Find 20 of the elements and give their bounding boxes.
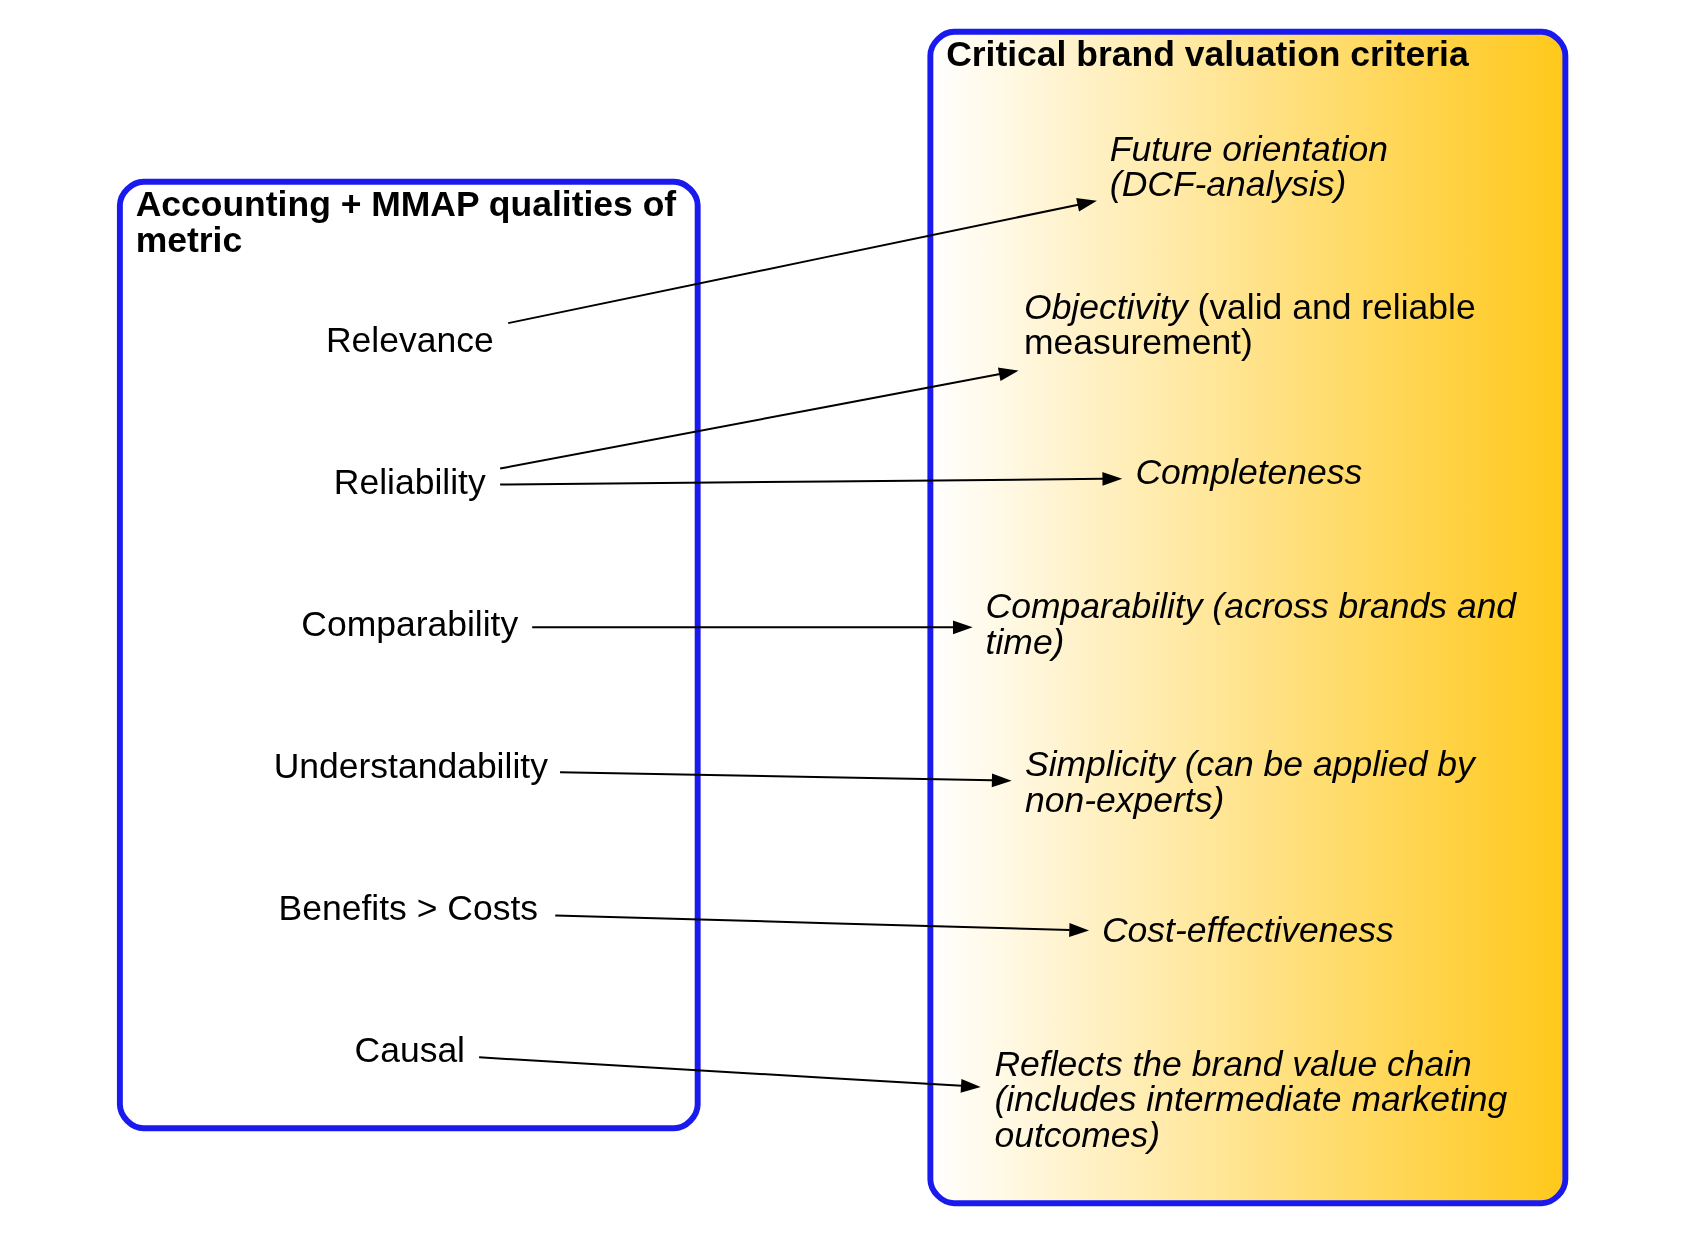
node-text: Future orientation (DCF-analysis)	[1109, 128, 1388, 205]
node-text: Benefits > Costs	[278, 888, 538, 928]
arrow	[499, 367, 1019, 470]
arrow	[531, 620, 973, 635]
node-text: Simplicity (can be applied by non-experts)	[1025, 744, 1475, 820]
node-text: Objectivity (valid and reliable measurement)	[1024, 286, 1476, 363]
arrow	[559, 771, 1012, 788]
arrow	[499, 471, 1123, 486]
node-text: Comparability (across brands and time)	[985, 586, 1517, 662]
node-text: Cost-effectiveness	[1101, 909, 1394, 950]
arrow	[554, 914, 1090, 937]
arrow	[507, 198, 1097, 325]
node-text: Reliability	[333, 462, 486, 503]
node-text: Completeness	[1135, 452, 1363, 493]
node-text: Comparability	[301, 604, 519, 645]
node-text: Understandability	[273, 746, 548, 787]
node-text: Reflects the brand value chain (includes intermediate marketing outcomes)	[994, 1043, 1508, 1155]
arrow	[478, 1056, 981, 1093]
node-text: Relevance	[325, 320, 494, 361]
node-text: Causal	[354, 1029, 466, 1070]
